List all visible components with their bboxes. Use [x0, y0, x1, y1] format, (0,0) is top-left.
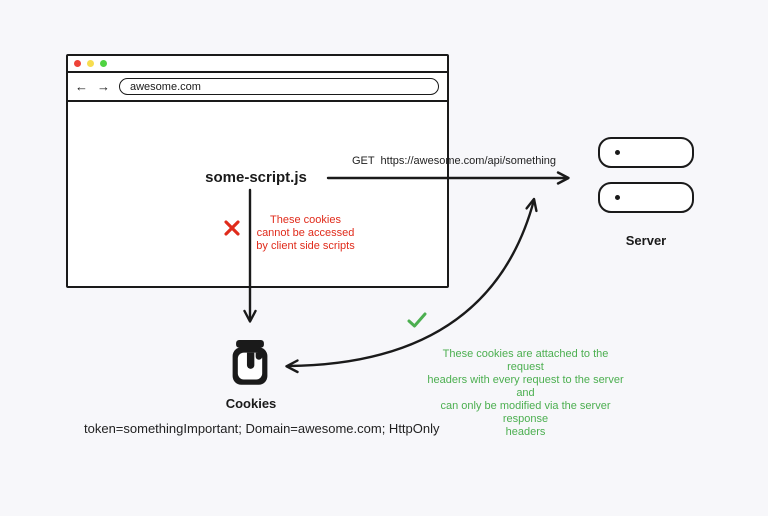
- allowed-check-icon: [407, 312, 427, 328]
- browser-title-bar: [68, 56, 447, 73]
- url-bar: awesome.com: [119, 78, 439, 95]
- window-minimize-icon: [87, 60, 94, 67]
- blocked-cross-icon: [224, 220, 240, 236]
- server-led-icon: [615, 195, 620, 200]
- server-led-icon: [615, 150, 620, 155]
- forward-arrow-icon: →: [97, 79, 110, 94]
- cookie-string: token=somethingImportant; Domain=awesome…: [84, 421, 440, 436]
- cookies-label: Cookies: [225, 396, 277, 411]
- url-text: awesome.com: [130, 80, 201, 93]
- window-maximize-icon: [100, 60, 107, 67]
- blocked-note: These cookies cannot be accessed by clie…: [256, 214, 355, 252]
- server-label: Server: [625, 233, 667, 248]
- browser-window: ← → awesome.com: [66, 54, 449, 288]
- browser-nav-bar: ← → awesome.com: [68, 73, 447, 102]
- window-close-icon: [74, 60, 81, 67]
- back-arrow-icon: ←: [75, 79, 88, 94]
- request-label: GET https://awesome.com/api/something: [352, 155, 556, 167]
- allowed-note: These cookies are attached to the reques…: [427, 348, 624, 438]
- server-rack-bottom-icon: [598, 182, 694, 213]
- script-label: some-script.js: [205, 169, 307, 186]
- server-rack-top-icon: [598, 137, 694, 168]
- cookie-jar-icon: [232, 339, 268, 385]
